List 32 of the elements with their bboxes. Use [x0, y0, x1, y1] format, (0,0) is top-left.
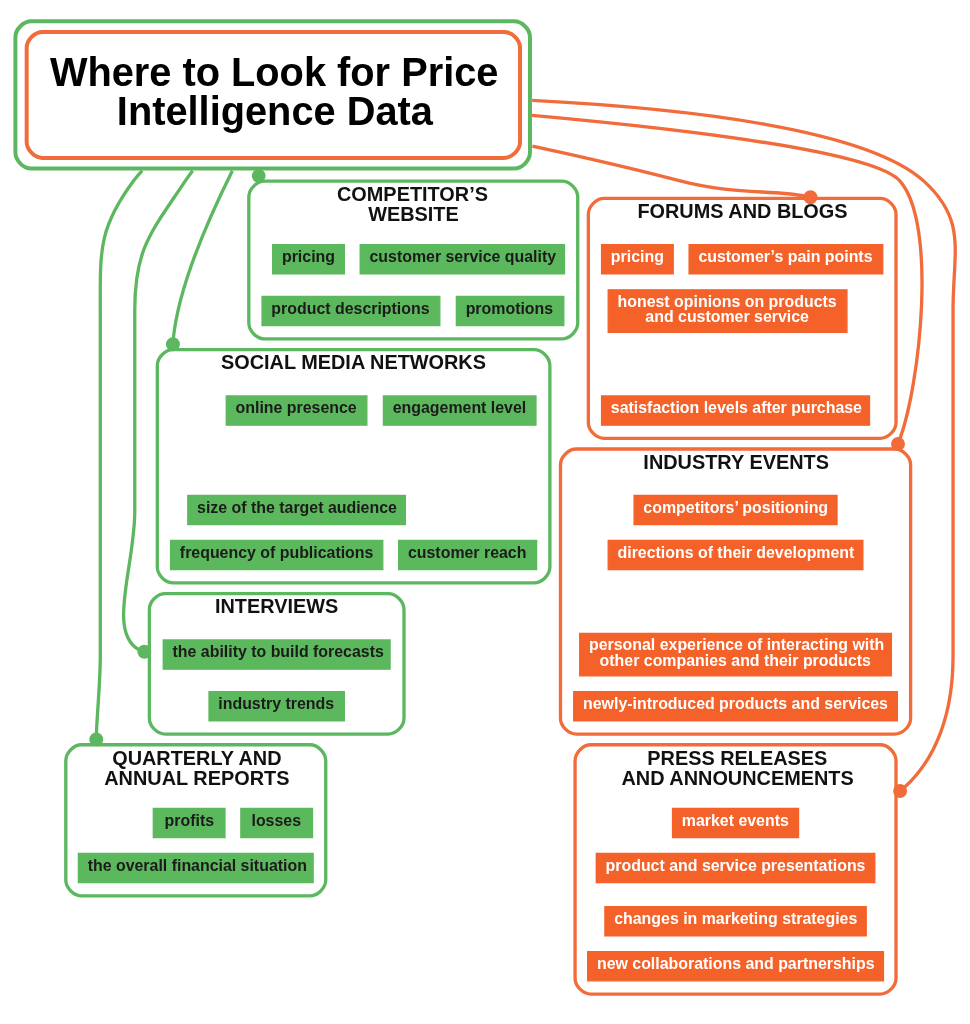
- node-box: online presence: [225, 395, 368, 426]
- node-box: newly-introduced products and services: [573, 691, 898, 722]
- connector: [531, 113, 924, 451]
- node-box: new collaborations and partnerships: [587, 951, 885, 982]
- node-box: customer reach: [398, 539, 538, 571]
- node-box: the overall financial situation: [77, 852, 314, 884]
- connector: [89, 169, 144, 747]
- node-box: pricing: [272, 244, 345, 275]
- node-box: product descriptions: [261, 295, 441, 327]
- connector: [532, 98, 957, 798]
- connector: [532, 144, 818, 205]
- connector: [122, 169, 194, 659]
- node-box: satisfaction levels after purchase: [600, 395, 871, 426]
- node-box: the ability to build forecasts: [162, 639, 391, 670]
- node-box: losses: [240, 807, 314, 839]
- node-box: profits: [152, 807, 226, 839]
- connector: [165, 170, 234, 352]
- node-box: product and service presentations: [595, 852, 876, 884]
- node-box: changes in marketing strategies: [604, 905, 867, 937]
- node-box: honest opinions on products and customer service: [607, 289, 848, 333]
- node-box: directions of their development: [607, 539, 864, 571]
- node-box: pricing: [600, 244, 674, 275]
- node-box: size of the target audience: [187, 494, 406, 526]
- node-box: customer’s pain points: [688, 244, 884, 275]
- node-box: personal experience of interacting with other companies and their products: [579, 632, 893, 677]
- node-box: frequency of publications: [169, 539, 384, 571]
- node-box: industry trends: [208, 691, 345, 722]
- node-box: customer service quality: [359, 244, 566, 275]
- node-box: engagement level: [382, 395, 537, 426]
- node-box: competitors’ positioning: [633, 494, 838, 526]
- node-box: market events: [671, 807, 800, 839]
- node-box: promotions: [455, 295, 565, 327]
